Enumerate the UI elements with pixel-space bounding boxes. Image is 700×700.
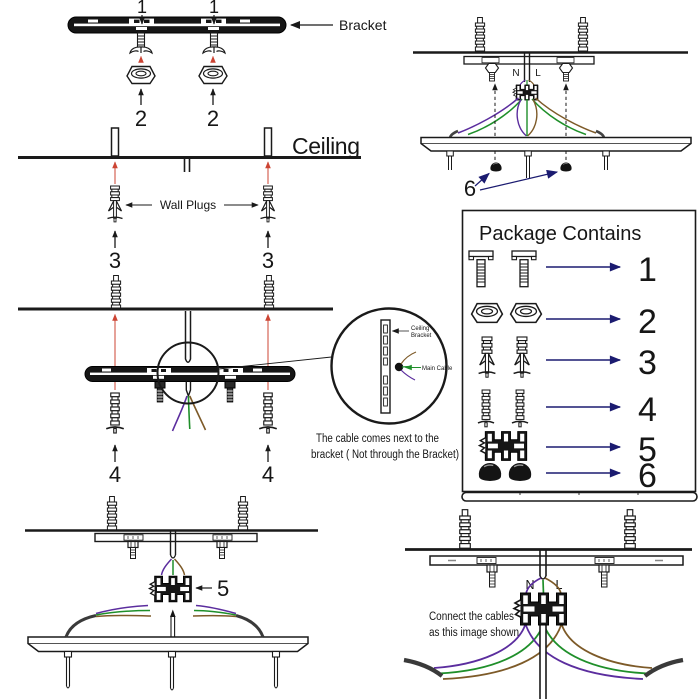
step4-label-left: 4 [109,462,121,487]
package-contains-box: Package Contains 1 2 3 4 5 6 [461,209,697,495]
cable-note-line1: The cable comes next to the [316,433,439,445]
terminal-block [148,575,193,603]
package-terminal-block [478,430,528,462]
cable-detail-callout: Ceiling Bracket Main Cable The cable com… [311,307,459,461]
hex-nut-left [126,65,156,85]
step5-label: 5 [217,576,229,601]
bolt-nut-left [484,62,500,82]
package-nut-2 [509,302,543,324]
step5-terminal-block: 5 [25,496,318,691]
wire-blue [171,395,188,432]
bracket-screw-left [127,540,139,559]
package-item4-num: 4 [638,391,657,429]
main-cable [169,531,177,555]
embedded-plug-left [459,509,471,549]
bracket-end-view [380,319,391,414]
cable-end [185,381,192,399]
embedded-plug-right [624,509,636,549]
main-cable [523,53,531,82]
wall-plug-left [105,392,125,434]
connect-cables-diagram: N L Connect the cables as this image sho… [403,491,698,699]
wire-l-label: L [556,578,563,592]
embedded-plug-right [237,496,249,531]
toggle-bolt-left [129,32,153,55]
main-cable [539,550,547,576]
wires-fan [448,97,606,141]
fixture-cable-up [170,616,176,637]
drill-hole-right [263,127,273,157]
package-item3-num: 3 [638,344,657,382]
package-title: Package Contains [479,223,641,245]
step2-label-left: 2 [135,106,147,131]
embedded-plug-left [110,275,122,310]
cap-nut-left [490,162,502,172]
step1-2-bracket-and-hardware: 1 1 2 2 Bracket [67,0,387,131]
cap-nut-right [560,162,572,172]
embedded-plug-left [474,17,486,52]
wire-n-label: N [512,68,519,79]
wire-brown [189,395,207,431]
bracket-screw-right [216,540,228,559]
package-item6-num: 6 [638,457,657,495]
fixture-wires-right [192,604,265,638]
toggle-bolt-right [202,32,226,55]
hex-nut-right [198,65,228,85]
step4-mount-bracket: 4 4 [18,275,333,487]
magnifier-circle [156,341,220,405]
step1-label-right: 1 [209,0,219,17]
wire-l-label: L [535,68,541,79]
wire-green [187,395,191,430]
bracket-screw-right [224,381,236,403]
step3-label-right: 3 [262,248,274,273]
wall-plugs-label: Wall Plugs [160,198,216,212]
cable-hole [183,159,191,172]
connect-note-line2: as this image shown [429,627,519,639]
main-cable-label: Main Cable [422,366,453,372]
step3-label-left: 3 [109,248,121,273]
main-cable [184,311,192,352]
ceiling-bracket-label-line1: Ceiling [411,326,429,332]
package-item5-num: 5 [638,431,657,469]
connect-note-line1: Connect the cables [429,611,514,623]
wall-plug-right [259,185,277,223]
wall-plug-right [258,392,278,434]
terminal-block [513,592,568,626]
cable-note-line2: bracket ( Not through the Bracket) [311,449,459,461]
drill-hole-left [110,127,120,157]
fixture-bottom-view [461,491,698,502]
wires-fan-bottom [403,623,684,680]
step2-label-right: 2 [207,106,219,131]
package-nut-1 [470,302,504,324]
embedded-plug-right [577,17,589,52]
bracket-screw-left [486,564,498,588]
terminal-block [512,84,539,101]
fixture-wires-left [64,604,152,638]
main-cable-end [394,362,404,372]
ceiling-bracket-label-line2: Bracket [411,333,432,339]
package-item1-num: 1 [638,251,657,289]
bracket-label: Bracket [339,17,387,33]
embedded-plug-right [263,275,275,310]
wall-plug-left [106,185,124,223]
embedded-plug-left [106,496,118,531]
step1-label-left: 1 [137,0,147,17]
bracket-screw-right [598,564,610,588]
center-cable-down [539,624,547,699]
step6-assembled-fixture: N L 6 [413,17,692,201]
bracket-bar [429,555,684,566]
light-fixture-bar [27,636,309,691]
step4-label-right: 4 [262,462,274,487]
light-fixture-bar [420,136,692,178]
bolt-nut-right [558,62,574,82]
step3-ceiling-wall-plugs: Ceiling Wall Plugs 3 3 [18,127,361,273]
ceiling-label: Ceiling [292,133,360,159]
step6-label: 6 [464,176,476,201]
package-item2-num: 2 [638,303,657,341]
